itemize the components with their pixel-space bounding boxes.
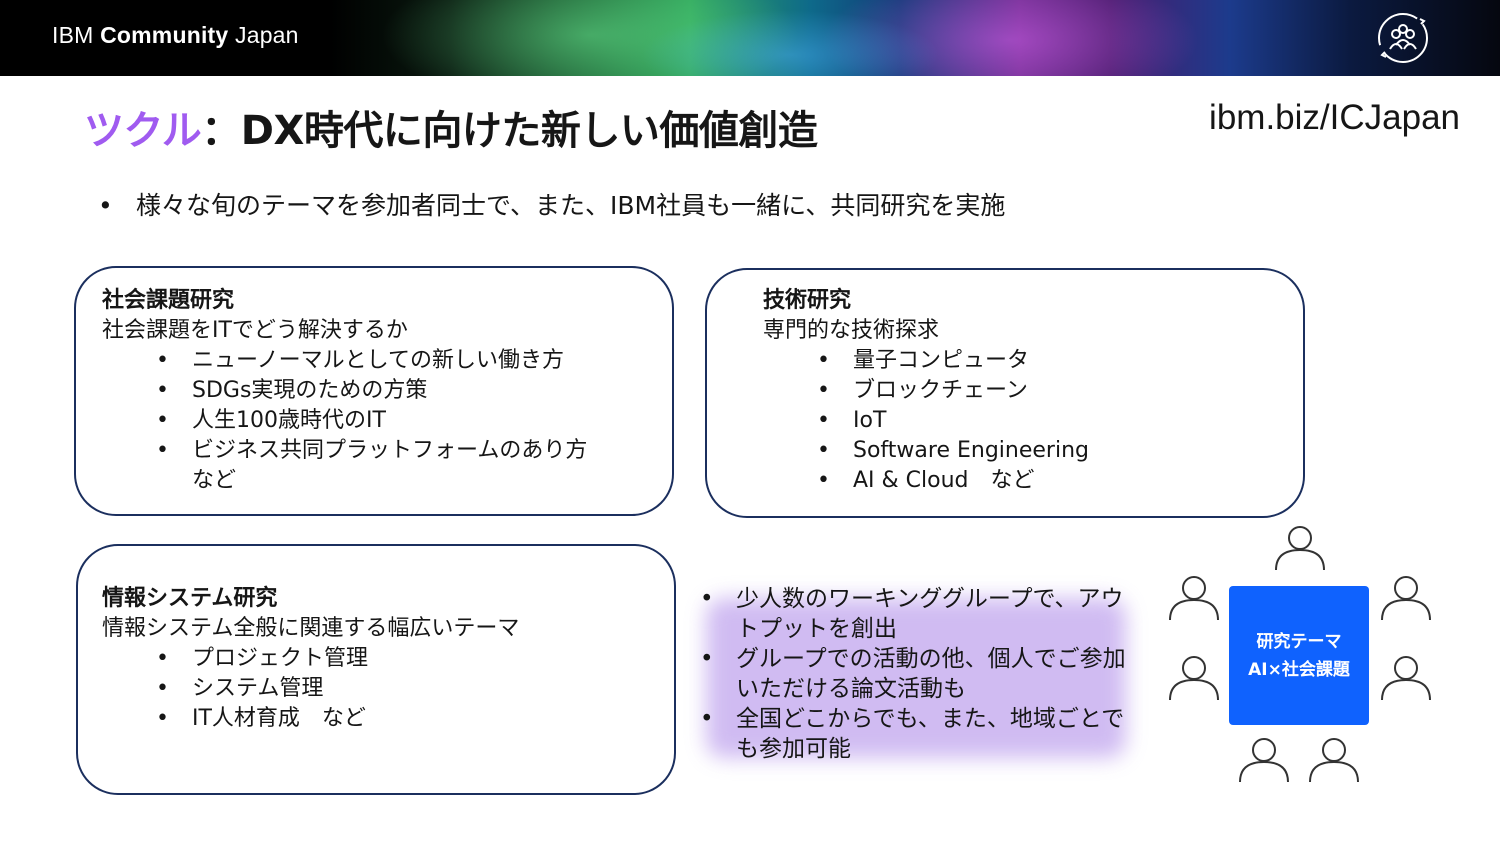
- list-item: ビジネス共同プラットフォームのあり方など: [156, 436, 606, 496]
- box-subtitle: 情報システム全般に関連する幅広いテーマ: [102, 616, 520, 641]
- person-outline-icon: [1309, 738, 1359, 783]
- working-group-list: 少人数のワーキンググループで、アウトプットを創出 グループでの活動の他、個人でご…: [700, 584, 1130, 764]
- research-theme-card: 研究テーマ AI×社会課題: [1229, 586, 1369, 725]
- box-subtitle: 社会課題をITでどう解決するか: [102, 318, 408, 343]
- list-item: システム管理: [156, 674, 650, 704]
- list-item: 少人数のワーキンググループで、アウトプットを創出: [700, 584, 1130, 644]
- card-line-1: 研究テーマ: [1256, 631, 1342, 652]
- person-outline-icon: [1275, 526, 1325, 571]
- brand-prefix: IBM: [52, 22, 94, 48]
- box-list: ニューノーマルとしての新しい働き方 SDGs実現のための方策 人生100歳時代の…: [156, 346, 646, 496]
- community-people-icon[interactable]: [1374, 9, 1432, 67]
- person-outline-icon: [1169, 576, 1219, 621]
- list-item: 量子コンピュータ: [817, 346, 1247, 376]
- list-item: Software Engineering: [817, 436, 1247, 466]
- header-banner: IBM Community Japan: [0, 0, 1500, 76]
- brand-logo-text[interactable]: IBM Community Japan: [52, 22, 299, 49]
- list-item: ニューノーマルとしての新しい働き方: [156, 346, 646, 376]
- box-list: 量子コンピュータ ブロックチェーン IoT Software Engineeri…: [817, 346, 1247, 496]
- person-outline-icon: [1169, 656, 1219, 701]
- social-issue-research-box: 社会課題研究 社会課題をITでどう解決するか ニューノーマルとしての新しい働き方…: [74, 266, 674, 516]
- list-item: ブロックチェーン: [817, 376, 1247, 406]
- list-item: 人生100歳時代のIT: [156, 406, 646, 436]
- card-line-2: AI×社会課題: [1248, 659, 1350, 680]
- information-system-research-box: 情報システム研究 情報システム全般に関連する幅広いテーマ プロジェクト管理 シス…: [76, 544, 676, 795]
- lead-bullet: •様々な旬のテーマを参加者同士で、また、IBM社員も一緒に、共同研究を実施: [98, 191, 1006, 220]
- box-subtitle: 専門的な技術探求: [763, 318, 940, 343]
- person-outline-icon: [1381, 656, 1431, 701]
- list-item: IoT: [817, 406, 1247, 436]
- brand-suffix: Japan: [235, 22, 299, 48]
- list-item: IT人材育成 など: [156, 704, 650, 734]
- box-title: 社会課題研究: [102, 288, 235, 313]
- lead-text: 様々な旬のテーマを参加者同士で、また、IBM社員も一緒に、共同研究を実施: [136, 191, 1006, 220]
- url-link[interactable]: ibm.biz/ICJapan: [1209, 98, 1460, 137]
- person-outline-icon: [1239, 738, 1289, 783]
- title-accent: ツクル: [84, 108, 202, 154]
- list-item: AI & Cloud など: [817, 466, 1247, 496]
- box-title: 情報システム研究: [102, 586, 278, 611]
- brand-bold: Community: [100, 22, 229, 48]
- list-item: プロジェクト管理: [156, 644, 650, 674]
- list-item: グループでの活動の他、個人でご参加いただける論文活動も: [700, 644, 1130, 704]
- page-title: ツクル：DX時代に向けた新しい価値創造: [84, 98, 818, 156]
- list-item: 全国どこからでも、また、地域ごとでも参加可能: [700, 704, 1130, 764]
- technology-research-box: 技術研究 専門的な技術探求 量子コンピュータ ブロックチェーン IoT Soft…: [705, 268, 1305, 518]
- box-list: プロジェクト管理 システム管理 IT人材育成 など: [156, 644, 650, 734]
- person-outline-icon: [1381, 576, 1431, 621]
- title-main: ：DX時代に向けた新しい価値創造: [201, 108, 818, 154]
- box-title: 技術研究: [763, 288, 852, 313]
- list-item: SDGs実現のための方策: [156, 376, 646, 406]
